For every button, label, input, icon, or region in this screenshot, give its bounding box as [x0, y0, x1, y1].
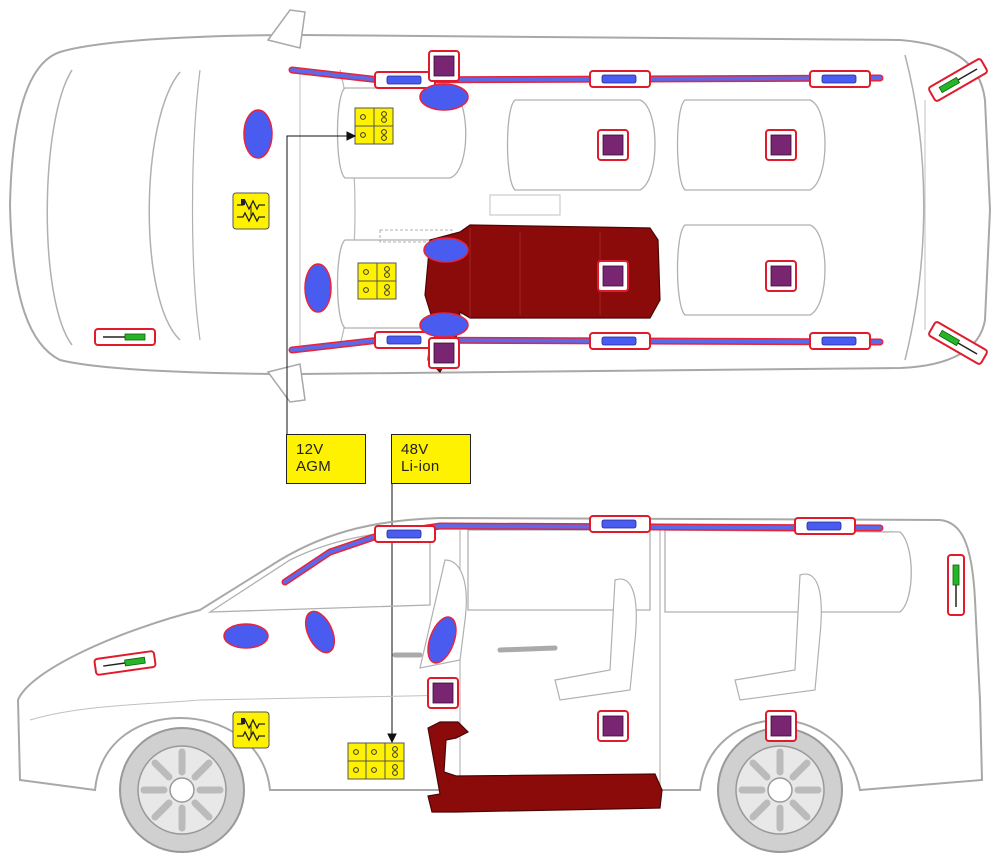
control-unit-icon	[428, 337, 460, 369]
gas-generator-icon	[809, 332, 871, 350]
side-body-outline	[16, 516, 984, 792]
crash-sensor-icon	[947, 554, 965, 616]
airbag-icon	[423, 237, 469, 263]
gas-generator-icon	[589, 515, 651, 533]
crash-sensor-icon	[928, 321, 988, 365]
airbag-icon	[419, 83, 469, 111]
pyro-fuse-icon	[232, 192, 270, 230]
gas-generator-icon	[374, 71, 436, 89]
control-unit-icon	[765, 129, 797, 161]
airbag-icon	[427, 616, 457, 664]
control-unit-icon	[765, 710, 797, 742]
control-unit-icon	[597, 260, 629, 292]
control-unit-icon	[427, 677, 459, 709]
battery-48v-icon	[365, 742, 405, 780]
top-view	[8, 9, 992, 403]
label-48v-li-ion: 48V Li-ion	[391, 434, 471, 484]
gas-generator-icon	[589, 332, 651, 350]
crash-sensor-icon	[93, 650, 157, 676]
front-wheel	[119, 727, 245, 853]
crash-sensor-icon	[928, 58, 988, 102]
control-unit-icon	[597, 710, 629, 742]
battery-48v-icon	[357, 262, 397, 300]
label-12v-agm: 12V AGM	[286, 434, 366, 484]
airbag-icon	[243, 109, 273, 159]
gas-generator-icon	[809, 70, 871, 88]
crash-sensor-icon	[94, 328, 156, 346]
gas-generator-icon	[374, 331, 436, 349]
gas-generator-icon	[589, 70, 651, 88]
airbag-icon	[419, 312, 469, 338]
pyro-fuse-icon	[232, 711, 270, 749]
gas-generator-icon	[374, 525, 436, 543]
label-48v-line2: Li-ion	[401, 458, 440, 475]
leader-lines	[286, 131, 397, 744]
battery-12v-icon	[354, 107, 394, 145]
airbag-icon	[304, 610, 336, 654]
control-unit-icon	[765, 260, 797, 292]
hv-battery-side	[427, 721, 663, 813]
gas-generator-icon	[794, 517, 856, 535]
control-unit-icon	[428, 50, 460, 82]
side-view	[16, 515, 984, 853]
label-12v-line2: AGM	[296, 458, 332, 475]
control-unit-icon	[597, 129, 629, 161]
label-12v-line1: 12V	[296, 441, 324, 458]
label-48v-line1: 48V	[401, 441, 429, 458]
rear-wheel	[717, 727, 843, 853]
airbag-icon	[223, 623, 269, 649]
airbag-icon	[304, 263, 332, 313]
